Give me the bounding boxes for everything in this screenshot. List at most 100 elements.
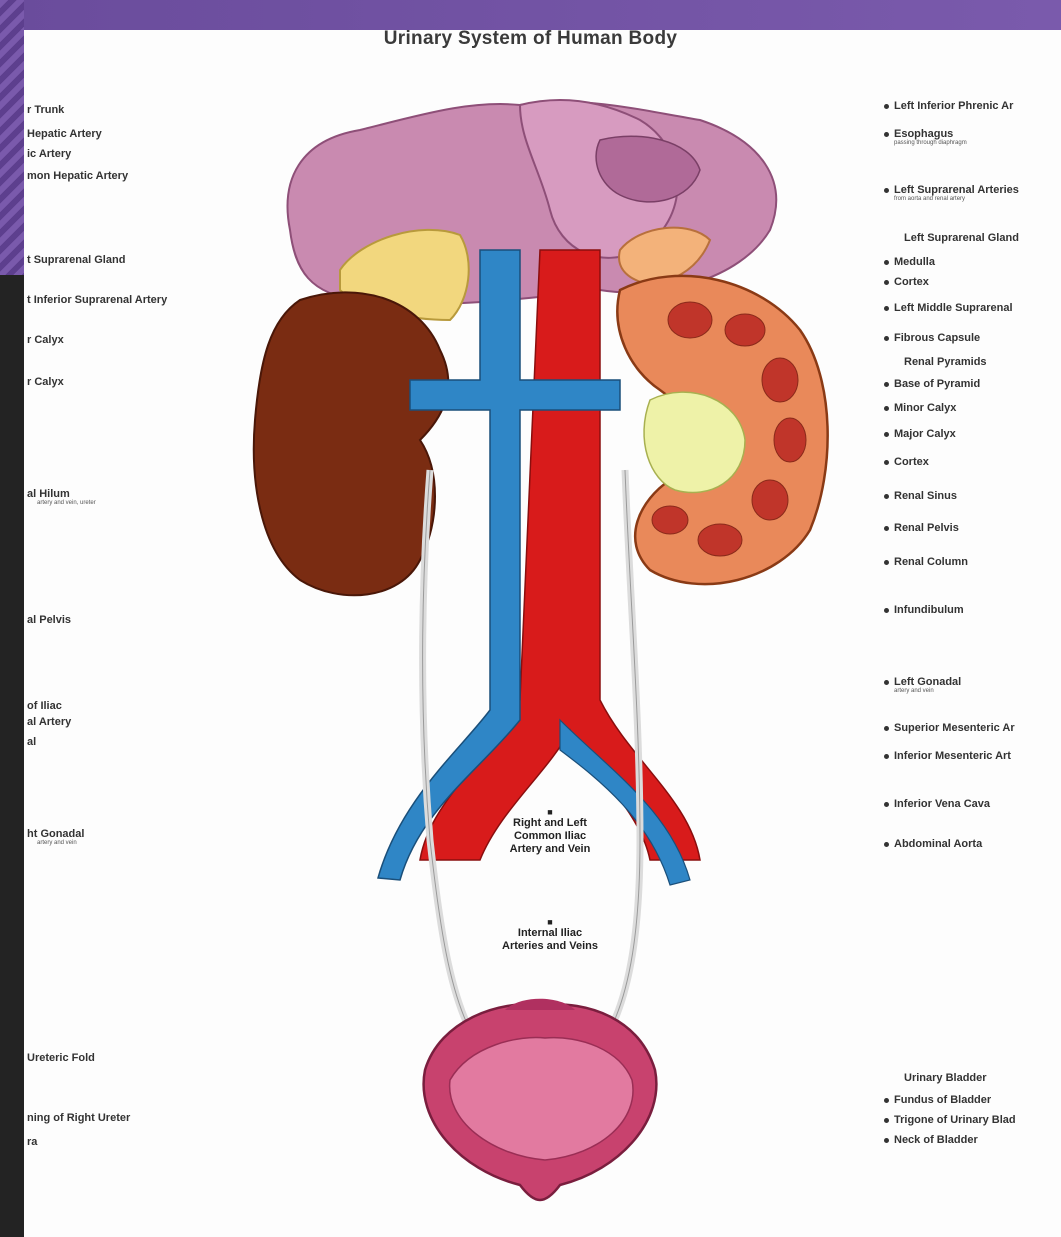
label-text: ra — [27, 1136, 37, 1148]
label-bullet — [884, 432, 889, 437]
right-label: Abdominal Aorta — [884, 838, 982, 850]
label-text: Left Inferior Phrenic Ar — [894, 100, 1013, 112]
common-iliac-line-1: Right and Left — [480, 817, 620, 830]
right-label: Esophaguspassing through diaphragm — [884, 128, 967, 147]
label-text: Renal Pyramids — [904, 356, 987, 368]
left-label: Ureteric Fold — [27, 1052, 95, 1064]
common-iliac-line-2: Common Iliac — [480, 830, 620, 843]
common-iliac-label: ■ Right and Left Common Iliac Artery and… — [480, 808, 620, 856]
internal-iliac-line-1: Internal Iliac — [480, 927, 620, 940]
label-text: r Calyx — [27, 334, 64, 346]
bladder-fundus — [505, 999, 575, 1010]
right-label: Neck of Bladder — [884, 1134, 978, 1146]
label-text: Base of Pyramid — [894, 378, 980, 390]
label-text: Left Suprarenal Arteries — [894, 184, 1019, 196]
left-label: of Iliac — [27, 700, 62, 712]
diagram-title: Urinary System of Human Body — [0, 28, 1061, 50]
label-bullet — [884, 680, 889, 685]
label-subtext: passing through diaphragm — [894, 140, 967, 147]
label-text: Left Gonadal — [894, 676, 961, 688]
label-text: Left Suprarenal Gland — [904, 232, 1019, 244]
right-label: Major Calyx — [884, 428, 956, 440]
label-text: Cortex — [894, 456, 929, 468]
left-label: ht Gonadalartery and vein — [27, 828, 84, 847]
label-text: Major Calyx — [894, 428, 956, 440]
left-label: al — [27, 736, 36, 748]
label-text: Superior Mesenteric Ar — [894, 722, 1015, 734]
internal-iliac-label: ■ Internal Iliac Arteries and Veins — [480, 918, 620, 953]
left-label: r Calyx — [27, 334, 64, 346]
right-label: Left Inferior Phrenic Ar — [884, 100, 1013, 112]
right-label: Inferior Vena Cava — [884, 798, 990, 810]
right-label: Infundibulum — [884, 604, 964, 616]
label-marker: ■ — [480, 918, 620, 927]
label-text: ic Artery — [27, 148, 71, 160]
label-bullet — [884, 306, 889, 311]
right-label: Renal Sinus — [884, 490, 957, 502]
label-marker: ■ — [480, 808, 620, 817]
label-text: Renal Sinus — [894, 490, 957, 502]
left-label: t Suprarenal Gland — [27, 254, 125, 266]
label-subtext: from aorta and renal artery — [894, 196, 1019, 203]
label-bullet — [884, 494, 889, 499]
label-text: al Hilum — [27, 488, 70, 500]
right-label: Cortex — [884, 276, 929, 288]
label-text: r Trunk — [27, 104, 64, 116]
left-label: t Inferior Suprarenal Artery — [27, 294, 167, 306]
label-text: ht Gonadal — [27, 828, 84, 840]
label-text: Neck of Bladder — [894, 1134, 978, 1146]
label-text: t Inferior Suprarenal Artery — [27, 294, 167, 306]
label-bullet — [884, 460, 889, 465]
left-label: r Calyx — [27, 376, 64, 388]
right-label: Renal Pelvis — [884, 522, 959, 534]
left-label: mon Hepatic Artery — [27, 170, 128, 182]
label-text: Abdominal Aorta — [894, 838, 982, 850]
label-subtext: artery and vein — [894, 688, 961, 695]
label-text: Urinary Bladder — [904, 1072, 987, 1084]
right-label: Renal Column — [884, 556, 968, 568]
left-label: al Pelvis — [27, 614, 71, 626]
common-iliac-line-3: Artery and Vein — [480, 843, 620, 856]
label-text: al Pelvis — [27, 614, 71, 626]
right-label: Cortex — [884, 456, 929, 468]
internal-iliac-line-2: Arteries and Veins — [480, 940, 620, 953]
label-text: Ureteric Fold — [27, 1052, 95, 1064]
label-bullet — [884, 280, 889, 285]
label-subtext: artery and vein — [37, 840, 84, 847]
label-text: Medulla — [894, 256, 935, 268]
label-text: Renal Pelvis — [894, 522, 959, 534]
right-label: Left Suprarenal Gland — [904, 232, 1019, 244]
right-label: Fundus of Bladder — [884, 1094, 991, 1106]
label-text: Fundus of Bladder — [894, 1094, 991, 1106]
right-label: Urinary Bladder — [904, 1072, 987, 1084]
label-text: al — [27, 736, 36, 748]
left-label: ic Artery — [27, 148, 71, 160]
label-bullet — [884, 608, 889, 613]
label-text: Minor Calyx — [894, 402, 956, 414]
label-bullet — [884, 104, 889, 109]
label-text: Trigone of Urinary Blad — [894, 1114, 1016, 1126]
label-bullet — [884, 726, 889, 731]
right-label: Renal Pyramids — [904, 356, 987, 368]
label-bullet — [884, 260, 889, 265]
label-text: Left Middle Suprarenal — [894, 302, 1013, 314]
label-bullet — [884, 526, 889, 531]
label-bullet — [884, 560, 889, 565]
label-text: mon Hepatic Artery — [27, 170, 128, 182]
label-text: Inferior Vena Cava — [894, 798, 990, 810]
left-label: r Trunk — [27, 104, 64, 116]
label-text: t Suprarenal Gland — [27, 254, 125, 266]
label-bullet — [884, 842, 889, 847]
right-label: Medulla — [884, 256, 935, 268]
label-bullet — [884, 188, 889, 193]
label-text: Inferior Mesenteric Art — [894, 750, 1011, 762]
right-label: Base of Pyramid — [884, 378, 980, 390]
label-bullet — [884, 406, 889, 411]
right-label: Inferior Mesenteric Art — [884, 750, 1011, 762]
label-bullet — [884, 132, 889, 137]
right-label: Trigone of Urinary Blad — [884, 1114, 1016, 1126]
label-bullet — [884, 336, 889, 341]
left-label: ning of Right Ureter — [27, 1112, 130, 1124]
